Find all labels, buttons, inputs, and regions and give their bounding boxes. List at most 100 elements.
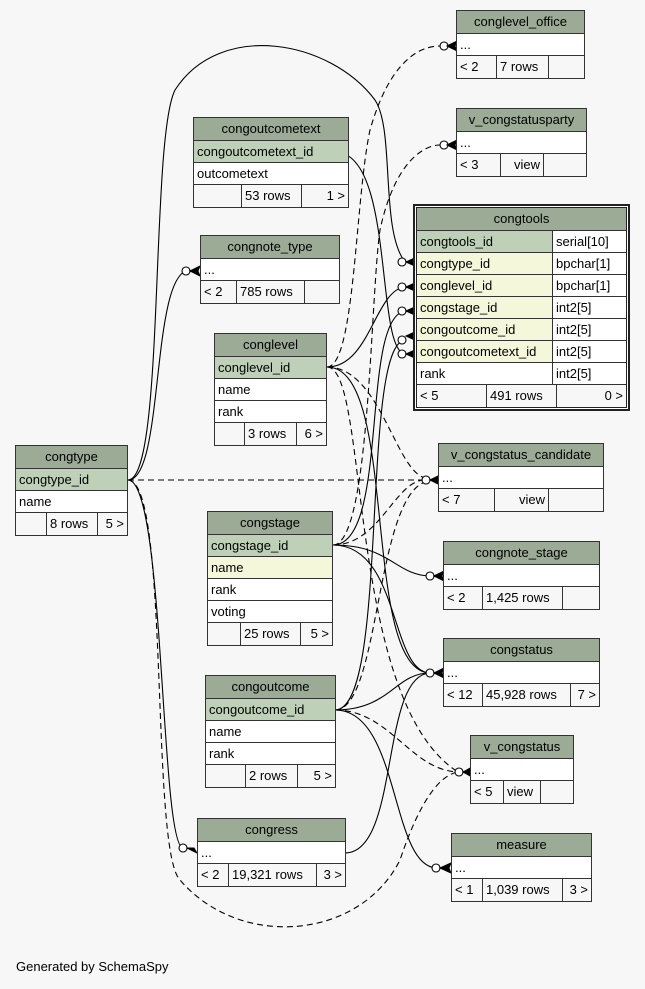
table-footer: < 2 785 rows <box>201 281 339 303</box>
row-count: 53 rows <box>242 185 302 207</box>
table-title: v_congstatus_candidate <box>439 444 603 467</box>
child-count <box>549 56 584 78</box>
edge-congstage-congnote_stage <box>332 544 431 577</box>
parent-count <box>215 423 245 445</box>
row-count: 1,039 rows <box>483 879 563 901</box>
row-count: 25 rows <box>241 623 301 645</box>
table-footer: < 2 7 rows <box>457 56 584 78</box>
table-column: outcometext <box>194 163 348 185</box>
table-measure[interactable]: measure ... < 1 1,039 rows 3 > <box>451 833 592 902</box>
child-count: 5 > <box>105 516 124 531</box>
edge-congress-congstatus <box>344 672 431 854</box>
child-count: 5 > <box>313 768 332 783</box>
parent-count <box>16 513 47 535</box>
child-count: 3 > <box>323 867 342 882</box>
table-congstage[interactable]: congstage congstage_id name rank voting … <box>207 511 333 646</box>
table-congoutcometext[interactable]: congoutcometext congoutcometext_id outco… <box>193 117 349 208</box>
parent-count <box>208 623 241 645</box>
edge-end-marker <box>181 266 191 276</box>
row-count: 491 rows <box>487 385 557 407</box>
table-v_congstatus[interactable]: v_congstatus ... < 5 view <box>470 735 574 804</box>
row-count: 785 rows <box>237 281 305 303</box>
table-column: ... <box>444 565 599 587</box>
edge-conglevel-v_congstatus_candidate <box>326 366 426 479</box>
table-column: ... <box>457 34 584 56</box>
table-footer: < 3 view <box>457 154 586 176</box>
table-footer: < 2 1,425 rows <box>444 587 599 609</box>
edge-congtype-congress <box>127 479 184 849</box>
table-congnote_type[interactable]: congnote_type ... < 2 785 rows <box>200 235 340 304</box>
parent-count: < 5 <box>417 385 487 407</box>
parent-count <box>206 765 246 787</box>
table-title: congtype <box>16 446 127 469</box>
table-congress[interactable]: congress ... < 2 19,321 rows 3 > <box>197 818 346 887</box>
table-congstatus[interactable]: congstatus ... < 12 45,928 rows 7 > <box>443 638 600 707</box>
row-count: view <box>504 781 541 803</box>
table-conglevel_office[interactable]: conglevel_office ... < 2 7 rows <box>456 10 585 79</box>
table-column-pk: congtype_id <box>16 469 127 491</box>
crows-foot-icon <box>186 847 199 855</box>
table-column-pk: congstage_id <box>208 535 332 557</box>
edge-congoutcome-congstatus <box>334 672 431 711</box>
edge-congstage-congtools <box>332 310 406 546</box>
child-count <box>544 154 586 176</box>
edge-congstage-congstatus <box>332 544 431 674</box>
table-footer: < 1 1,039 rows 3 > <box>452 879 591 901</box>
table-column: name <box>215 379 326 401</box>
table-footer: 2 rows 5 > <box>206 765 335 787</box>
child-count <box>541 781 573 803</box>
crows-foot-icon <box>445 138 458 152</box>
table-footer: < 5 view <box>471 781 573 803</box>
table-title: measure <box>452 834 591 857</box>
parent-count: < 2 <box>444 587 483 609</box>
edge-congstage-v_congstatus_candidate <box>332 479 426 546</box>
child-count <box>549 489 603 511</box>
edge-end-marker <box>425 571 435 581</box>
crows-foot-icon <box>188 264 201 278</box>
row-count: 19,321 rows <box>229 864 317 886</box>
table-title: conglevel_office <box>457 11 584 34</box>
table-title: congoutcometext <box>194 118 348 141</box>
parent-count: < 5 <box>471 781 504 803</box>
table-column: ... <box>444 662 599 684</box>
table-congtype[interactable]: congtype congtype_id name 8 rows 5 > <box>15 445 128 536</box>
table-column-pk: conglevel_id <box>215 357 326 379</box>
row-count: 7 rows <box>497 56 549 78</box>
table-title: congress <box>198 819 345 842</box>
table-title: congstatus <box>444 639 599 662</box>
edge-end-marker <box>421 475 431 485</box>
crows-foot-icon <box>432 569 445 583</box>
table-footer: < 12 45,928 rows 7 > <box>444 684 599 706</box>
table-congnote_stage[interactable]: congnote_stage ... < 2 1,425 rows <box>443 541 600 610</box>
table-column: ... <box>452 857 591 879</box>
edge-congoutcome-measure <box>334 709 437 869</box>
edge-congoutcome-v_congstatus <box>334 709 459 773</box>
crows-foot-icon <box>432 666 445 680</box>
child-count <box>563 587 599 609</box>
row-count: 45,928 rows <box>483 684 571 706</box>
table-congoutcome[interactable]: congoutcome congoutcome_id name rank 2 r… <box>205 675 336 788</box>
parent-count: < 2 <box>457 56 497 78</box>
table-column-pk: congoutcome_id <box>206 699 335 721</box>
table-title: congoutcome <box>206 676 335 699</box>
table-column: rank <box>206 743 335 765</box>
table-title: congnote_type <box>201 236 339 259</box>
edge-conglevel-v_congstatus <box>326 366 459 773</box>
edge-conglevel-congtools <box>326 286 406 368</box>
table-title: congtools <box>417 208 626 231</box>
table-footer: < 5 491 rows 0 > <box>417 385 626 407</box>
table-v_congstatusparty[interactable]: v_congstatusparty ... < 3 view <box>456 108 587 177</box>
parent-count: < 2 <box>198 864 229 886</box>
table-column-pk: congoutcometext_id <box>194 141 348 163</box>
child-count <box>305 281 339 303</box>
child-count: 6 > <box>304 426 323 441</box>
table-v_congstatus_candidate[interactable]: v_congstatus_candidate ... < 7 view <box>438 443 604 512</box>
crows-foot-icon <box>445 39 458 53</box>
table-conglevel[interactable]: conglevel conglevel_id name rank 3 rows … <box>214 333 327 446</box>
